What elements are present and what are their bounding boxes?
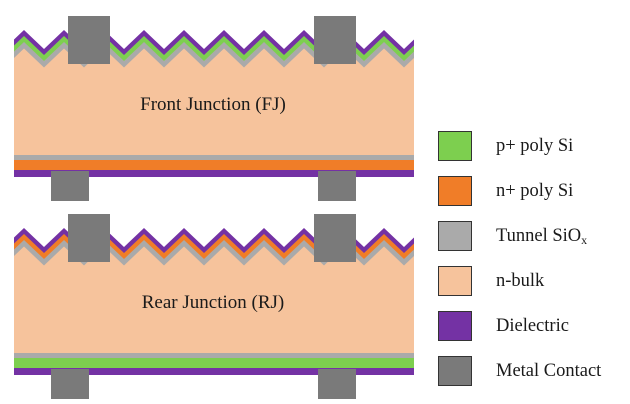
rear-metal-contact	[51, 369, 89, 399]
rear-junction-panel: Rear Junction (RJ)	[14, 214, 414, 399]
legend: p+ poly Si n+ poly Si Tunnel SiOx n-bulk…	[438, 131, 628, 401]
rear-metal-contact	[318, 171, 356, 201]
top-layer-tunnel-oxide	[14, 42, 414, 68]
legend-item-metal: Metal Contact	[438, 356, 628, 401]
n-poly-label: n+ poly Si	[496, 181, 574, 201]
n-poly-swatch	[438, 176, 472, 206]
rear-metal-contact	[51, 171, 89, 201]
bottom-layer-dielectric	[14, 368, 414, 375]
legend-item-dielectric: Dielectric	[438, 311, 628, 356]
front-metal-contact	[314, 214, 356, 262]
tunnel-oxide-subscript: x	[581, 233, 588, 247]
panel-label: Rear Junction (RJ)	[142, 292, 284, 313]
top-layer-dielectric	[14, 30, 414, 56]
p-poly-swatch	[438, 131, 472, 161]
dielectric-swatch	[438, 311, 472, 341]
top-layer-n-poly	[14, 234, 414, 260]
bulk-swatch	[438, 266, 472, 296]
rear-metal-contact	[318, 369, 356, 399]
legend-item-p-poly: p+ poly Si	[438, 131, 628, 176]
bottom-layer-tunnel-oxide	[14, 353, 414, 358]
front-metal-contact	[314, 16, 356, 64]
n-bulk-region	[14, 246, 414, 353]
bulk-label: n-bulk	[496, 271, 545, 291]
top-layer-tunnel-oxide	[14, 240, 414, 266]
bottom-layer-n-poly	[14, 160, 414, 170]
front-metal-contact	[68, 16, 110, 64]
bottom-layer-dielectric	[14, 170, 414, 177]
top-layer-p-poly	[14, 36, 414, 62]
panel-label: Front Junction (FJ)	[140, 94, 286, 115]
tunnel-oxide-swatch	[438, 221, 472, 251]
bottom-layer-p-poly	[14, 358, 414, 368]
dielectric-label: Dielectric	[496, 316, 569, 336]
front-metal-contact	[68, 214, 110, 262]
legend-item-tunnel-oxide: Tunnel SiOx	[438, 221, 628, 266]
metal-swatch	[438, 356, 472, 386]
top-layer-dielectric	[14, 228, 414, 254]
tunnel-oxide-label-text: Tunnel SiO	[496, 226, 582, 246]
legend-item-bulk: n-bulk	[438, 266, 628, 311]
n-bulk-region	[14, 48, 414, 155]
legend-item-n-poly: n+ poly Si	[438, 176, 628, 221]
bottom-layer-tunnel-oxide	[14, 155, 414, 160]
metal-label: Metal Contact	[496, 361, 602, 381]
front-junction-panel: Front Junction (FJ)	[14, 16, 414, 201]
tunnel-oxide-label: Tunnel SiOx	[496, 225, 587, 247]
p-poly-label: p+ poly Si	[496, 136, 574, 156]
